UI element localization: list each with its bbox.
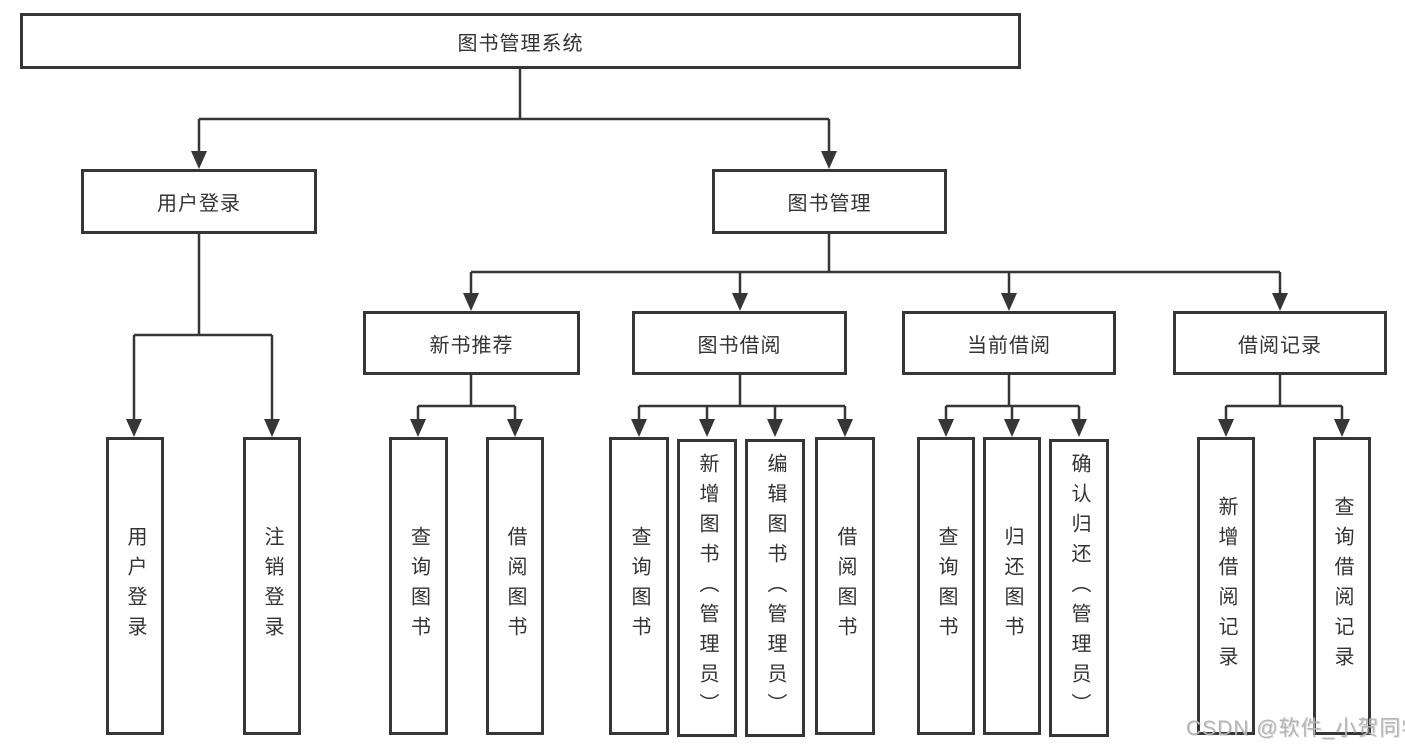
arrowhead-icon [410, 419, 523, 437]
leaf-label: 新增图书（管理员） [696, 453, 718, 723]
leaf-logout-login: 注销登录 [243, 437, 301, 735]
leaf-label: 注销登录 [261, 526, 283, 646]
node-user-login: 用户登录 [81, 169, 317, 234]
leaf-label: 归还图书 [1001, 526, 1023, 646]
connector-records-drop [1226, 375, 1342, 408]
arrowhead-icon [191, 151, 837, 169]
leaf-records-query-record: 查询借阅记录 [1313, 437, 1371, 735]
leaf-label: 借阅图书 [834, 526, 856, 646]
leaf-records-add-record: 新增借阅记录 [1197, 437, 1255, 735]
connector-arrow-shaft [132, 335, 274, 425]
watermark-csdn: CSDN @软件_小贺同学 [1186, 717, 1405, 740]
node-current-borrow: 当前借阅 [902, 311, 1116, 375]
connector-current-drop [946, 375, 1079, 408]
leaf-borrow-edit-books-admin: 编辑图书（管理员） [745, 439, 805, 737]
leaf-label: 确认归还（管理员） [1068, 453, 1090, 723]
arrowhead-icon [126, 419, 280, 437]
connector-arrow-shaft [1224, 406, 1344, 425]
leaf-borrow-borrow-books: 借阅图书 [815, 437, 875, 735]
node-book-borrow: 图书借阅 [632, 311, 847, 375]
leaf-label: 查询图书 [628, 526, 650, 646]
leaf-label: 查询图书 [935, 526, 957, 646]
leaf-newbook-borrow-books: 借阅图书 [486, 437, 544, 735]
connector-book-mgmt-drop [471, 234, 1280, 274]
connector-user-login-drop [134, 234, 272, 337]
leaf-current-confirm-return-admin: 确认归还（管理员） [1049, 439, 1109, 737]
connector-arrow-shaft [197, 119, 831, 157]
leaf-label: 编辑图书（管理员） [764, 453, 786, 723]
leaf-borrow-query-books: 查询图书 [609, 437, 669, 735]
leaf-label: 查询图书 [407, 526, 430, 646]
leaf-user-login: 用户登录 [106, 437, 164, 735]
connector-arrow-shaft [637, 406, 847, 425]
connector-arrow-shaft [469, 272, 1282, 299]
arrowhead-icon [631, 419, 853, 437]
connector-borrow-drop [639, 375, 845, 408]
leaf-current-return-books: 归还图书 [983, 437, 1041, 735]
node-borrow-records: 借阅记录 [1173, 311, 1387, 375]
arrowhead-icon [1218, 419, 1350, 437]
leaf-borrow-add-books-admin: 新增图书（管理员） [677, 439, 737, 737]
node-new-book-recommend: 新书推荐 [363, 311, 580, 375]
leaf-label: 借阅图书 [504, 526, 526, 646]
connector-newbook-drop [418, 375, 515, 408]
leaf-label: 新增借阅记录 [1215, 496, 1237, 676]
leaf-current-query-books: 查询图书 [917, 437, 975, 735]
connector-root-drop [199, 69, 829, 121]
arrowhead-icon [463, 293, 1288, 311]
connector-arrow-shaft [416, 406, 517, 425]
node-root-library-system: 图书管理系统 [20, 13, 1021, 69]
leaf-label: 查询借阅记录 [1331, 496, 1353, 676]
leaf-label: 用户登录 [124, 526, 146, 646]
arrowhead-icon [938, 419, 1087, 437]
leaf-newbook-query-books: 查询图书 [389, 437, 448, 735]
node-book-management: 图书管理 [712, 169, 947, 234]
